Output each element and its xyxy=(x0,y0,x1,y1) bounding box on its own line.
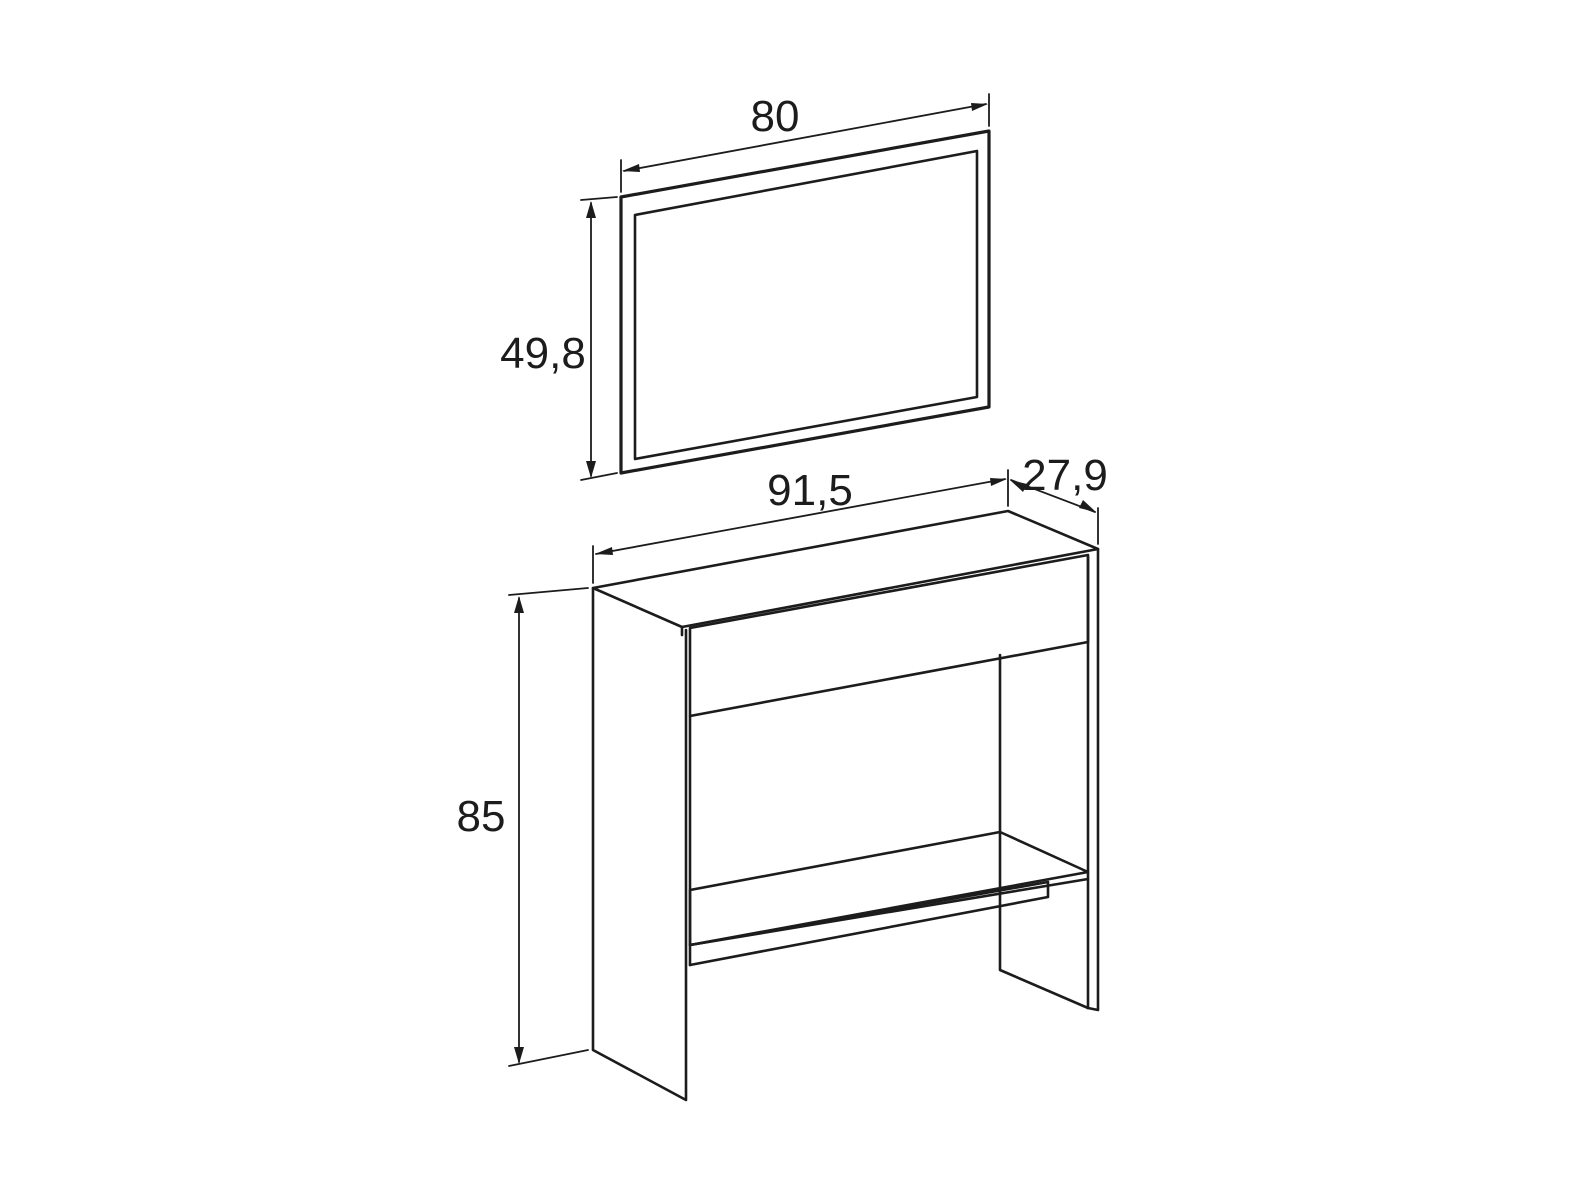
console-height-dimension: 85 xyxy=(457,587,589,1067)
console-left-panel xyxy=(591,586,688,1102)
console-top xyxy=(591,509,1100,629)
mirror-height-label: 49,8 xyxy=(500,329,586,378)
console-width-label: 91,5 xyxy=(767,466,853,515)
mirror-outer-frame xyxy=(619,129,991,475)
console-lower-shelf xyxy=(688,830,1090,947)
console-depth-dimension: 27,9 xyxy=(1010,451,1108,545)
console-depth-label: 27,9 xyxy=(1022,451,1108,500)
mirror-width-dimension: 80 xyxy=(620,92,990,193)
mirror-height-dimension: 49,8 xyxy=(500,196,618,481)
console-table xyxy=(591,509,1100,1102)
mirror xyxy=(619,129,991,475)
mirror-inner-frame xyxy=(633,149,979,461)
console-right-panel xyxy=(1086,547,1100,1012)
mirror-width-label: 80 xyxy=(751,92,800,141)
console-drawer xyxy=(688,553,1090,718)
console-width-dimension: 91,5 xyxy=(592,466,1009,584)
console-height-label: 85 xyxy=(457,792,506,841)
